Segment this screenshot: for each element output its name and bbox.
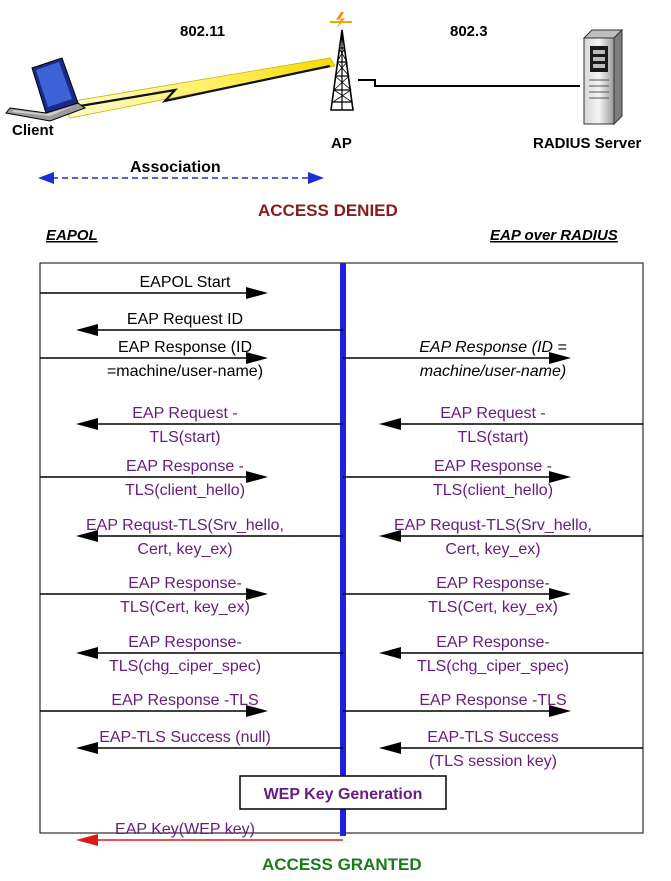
message-label-line: EAP Response - — [434, 458, 552, 475]
message-18: EAP-TLS Success (TLS session key) — [379, 729, 643, 770]
message-label-line: machine/user-name) — [420, 363, 566, 380]
message-label-line: EAP Request - — [132, 405, 238, 422]
message-15: EAP Response -TLS — [40, 692, 268, 717]
association-arrow — [38, 172, 324, 184]
message-2: EAP Request ID — [76, 311, 343, 336]
eap-over-radius-column-header: EAP over RADIUS — [490, 227, 618, 244]
message-arrowhead — [76, 647, 98, 659]
message-label-line: EAP Response- — [128, 575, 242, 592]
message-label-line: (TLS session key) — [429, 753, 557, 770]
radius-server-icon — [582, 28, 624, 126]
message-14: EAP Response- TLS(chg_ciper_spec) — [379, 634, 643, 675]
message-arrowhead — [379, 530, 401, 542]
message-label-line: TLS(Cert, key_ex) — [428, 599, 558, 616]
message-label-line: EAP Response (ID = — [419, 339, 566, 356]
access-point-tower-icon — [330, 12, 354, 111]
message-arrowhead — [379, 647, 401, 659]
eapol-column-header: EAPOL — [46, 227, 98, 244]
message-arrowhead — [549, 352, 571, 364]
message-label-line: TLS(chg_ciper_spec) — [109, 658, 261, 675]
message-arrowhead — [76, 834, 98, 846]
message-arrowhead — [76, 418, 98, 430]
message-label-line: EAP Response- — [128, 634, 242, 651]
message-17: EAP-TLS Success (null) — [76, 729, 343, 754]
message-arrowhead — [76, 324, 98, 336]
message-13: EAP Response- TLS(chg_ciper_spec) — [76, 634, 343, 675]
message-4: EAP Response (ID = machine/user-name) — [343, 339, 571, 380]
message-label-line: EAP Requst-TLS(Srv_hello, — [86, 517, 284, 534]
message-label-line: TLS(start) — [149, 429, 220, 446]
association-label: Association — [130, 159, 221, 176]
message-label-line: TLS(client_hello) — [125, 482, 245, 499]
wired-standard-label: 802.3 — [450, 23, 488, 40]
message-label-line: EAP Response -TLS — [111, 692, 258, 709]
message-arrowhead — [76, 530, 98, 542]
message-arrowhead — [246, 287, 268, 299]
message-label-line: EAP Response- — [436, 634, 550, 651]
message-label-line: =machine/user-name) — [107, 363, 263, 380]
wireless-standard-label: 802.11 — [180, 23, 225, 40]
access-denied-label: ACCESS DENIED — [258, 201, 398, 220]
message-6: EAP Request - TLS(start) — [379, 405, 643, 446]
message-11: EAP Response- TLS(Cert, key_ex) — [40, 575, 268, 616]
wireless-link — [61, 57, 336, 119]
message-5: EAP Request - TLS(start) — [76, 405, 343, 446]
message-arrowhead — [379, 418, 401, 430]
message-arrowhead — [246, 588, 268, 600]
radius-server-label: RADIUS Server — [533, 135, 642, 152]
message-arrowhead — [549, 588, 571, 600]
message-arrowhead — [246, 471, 268, 483]
message-arrowhead — [379, 742, 401, 754]
message-8: EAP Response - TLS(client_hello) — [343, 458, 571, 499]
access-granted-label: ACCESS GRANTED — [262, 855, 422, 874]
message-label-line: EAP Response -TLS — [419, 692, 566, 709]
message-label-line: EAP-TLS Success — [427, 729, 559, 746]
message-label-line: TLS(chg_ciper_spec) — [417, 658, 569, 675]
message-label-line: TLS(start) — [457, 429, 528, 446]
client-label: Client — [12, 122, 54, 139]
message-arrowhead — [246, 705, 268, 717]
message-arrowhead — [549, 705, 571, 717]
message-arrowhead — [549, 471, 571, 483]
message-label-line: EAP Response - — [126, 458, 244, 475]
message-label-line: EAP Request ID — [127, 311, 243, 328]
message-label-line: EAPOL Start — [140, 274, 232, 291]
message-label-line: EAP-TLS Success (null) — [99, 729, 271, 746]
message-label-line: EAP Response- — [436, 575, 550, 592]
laptop-icon — [5, 57, 87, 122]
message-label-line: TLS(Cert, key_ex) — [120, 599, 250, 616]
message-label-line: EAP Requst-TLS(Srv_hello, — [394, 517, 592, 534]
message-1: EAPOL Start — [40, 274, 268, 299]
wep-key-generation-label: WEP Key Generation — [264, 786, 423, 803]
wep-key-generation-box: WEP Key Generation — [239, 775, 447, 810]
message-arrowhead — [246, 352, 268, 364]
message-label-line: TLS(client_hello) — [433, 482, 553, 499]
message-19: EAP Key(WEP key) — [76, 821, 343, 846]
message-label-line: EAP Request - — [440, 405, 546, 422]
message-label-line: EAP Key(WEP key) — [115, 821, 255, 838]
ap-label: AP — [331, 135, 352, 152]
message-12: EAP Response- TLS(Cert, key_ex) — [343, 575, 571, 616]
message-9: EAP Requst-TLS(Srv_hello, Cert, key_ex) — [76, 517, 343, 558]
message-3: EAP Response (ID =machine/user-name) — [40, 339, 268, 380]
message-label-line: Cert, key_ex) — [137, 541, 232, 558]
message-label-line: Cert, key_ex) — [445, 541, 540, 558]
message-10: EAP Requst-TLS(Srv_hello, Cert, key_ex) — [379, 517, 643, 558]
message-arrowhead — [76, 742, 98, 754]
message-16: EAP Response -TLS — [343, 692, 571, 717]
wired-link — [358, 79, 580, 87]
message-label-line: EAP Response (ID — [118, 339, 252, 356]
message-7: EAP Response - TLS(client_hello) — [40, 458, 268, 499]
